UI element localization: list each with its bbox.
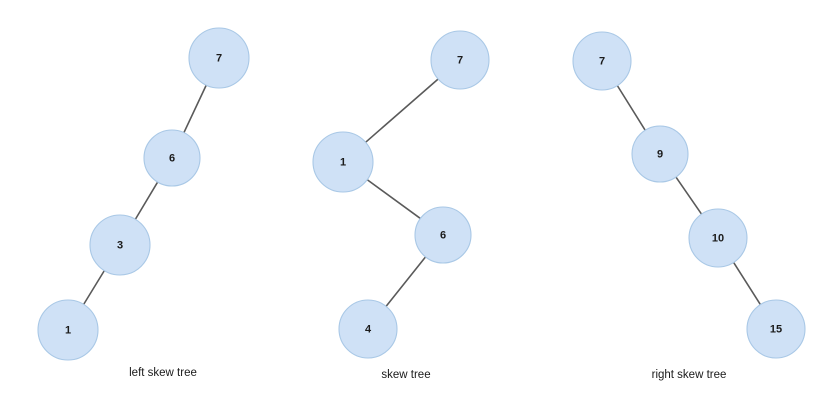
tree-caption-right-skew-tree: right skew tree [652, 369, 727, 381]
tree-node-S7[interactable]: 7 [430, 30, 490, 90]
tree-right-skew-tree: 7 9 10 15 right skew tree [572, 31, 806, 381]
node-circle[interactable] [631, 125, 689, 183]
tree-edge-L6-L3 [134, 180, 159, 221]
tree-edge-L7-L6 [182, 83, 208, 135]
node-circle[interactable] [688, 208, 748, 268]
node-circle[interactable] [430, 30, 490, 90]
node-circle[interactable] [414, 206, 472, 264]
tree-node-R7[interactable]: 7 [572, 31, 632, 91]
tree-node-S1[interactable]: 1 [312, 131, 374, 193]
tree-edges [82, 83, 208, 307]
tree-node-L6[interactable]: 6 [143, 129, 201, 187]
tree-node-L1[interactable]: 1 [37, 299, 99, 361]
tree-edge-S7-S1 [364, 77, 440, 144]
tree-node-L7[interactable]: 7 [188, 27, 250, 89]
tree-node-S6[interactable]: 6 [414, 206, 472, 264]
tree-edge-R7-R9 [616, 83, 647, 132]
node-circle[interactable] [338, 299, 398, 359]
node-circle[interactable] [572, 31, 632, 91]
tree-caption-left-skew-tree: left skew tree [129, 367, 197, 379]
tree-node-R10[interactable]: 10 [688, 208, 748, 268]
tree-node-S4[interactable]: 4 [338, 299, 398, 359]
tree-edges [616, 83, 762, 307]
node-circle[interactable] [89, 214, 151, 276]
tree-node-L3[interactable]: 3 [89, 214, 151, 276]
tree-node-R9[interactable]: 9 [631, 125, 689, 183]
tree-edge-R9-R10 [674, 175, 703, 216]
node-circle[interactable] [37, 299, 99, 361]
tree-node-R15[interactable]: 15 [746, 299, 806, 359]
tree-edge-S1-S6 [365, 178, 422, 220]
tree-edge-R10-R15 [732, 260, 762, 307]
node-circle[interactable] [143, 129, 201, 187]
node-circle[interactable] [188, 27, 250, 89]
tree-edge-S6-S4 [384, 255, 427, 308]
tree-edges [364, 77, 440, 308]
tree-edge-L3-L1 [82, 268, 106, 307]
node-circle[interactable] [312, 131, 374, 193]
tree-caption-skew-tree: skew tree [381, 369, 430, 381]
tree-left-skew-tree: 7 6 3 1 left skew tree [37, 27, 250, 379]
node-circle[interactable] [746, 299, 806, 359]
